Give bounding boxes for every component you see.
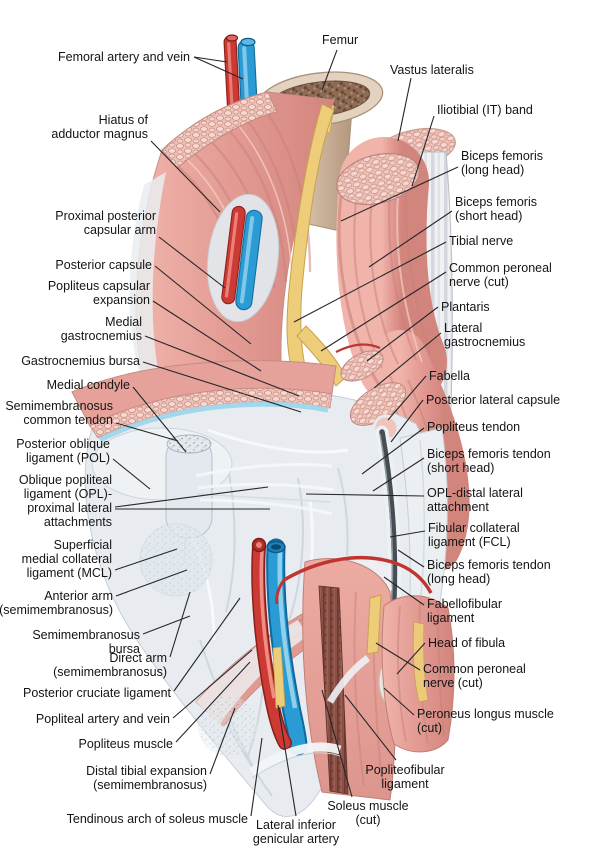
label-iliotibial-band: Iliotibial (IT) band <box>437 103 533 117</box>
label-fibular-collateral-ligament: Fibular collateral ligament (FCL) <box>428 521 520 549</box>
label-popliteus-tendon: Popliteus tendon <box>427 420 521 434</box>
label-popliteofibular-ligament: Popliteofibular ligament <box>365 763 445 791</box>
label-superficial-mcl: Superficial medial collateral ligament (… <box>21 538 112 580</box>
label-common-peroneal-nerve-lower: Common peroneal nerve (cut) <box>423 662 526 690</box>
label-lateral-inferior-genicular-artery: Lateral inferior genicular artery <box>252 818 340 846</box>
leader-biceps-long-tendon <box>397 549 425 568</box>
leader-peroneus-longus <box>383 687 415 716</box>
label-peroneus-longus-muscle-cut: Peroneus longus muscle (cut) <box>417 707 554 735</box>
label-femur: Femur <box>322 33 359 47</box>
leader-common-peroneal-upper <box>320 271 447 352</box>
label-biceps-femoris-long-head: Biceps femoris (long head) <box>461 149 543 177</box>
label-oblique-popliteal-ligament: Oblique popliteal ligament (OPL)- proxim… <box>18 473 112 529</box>
leader-mcl <box>114 548 178 571</box>
label-fabellofibular-ligament: Fabellofibular ligament <box>427 597 503 625</box>
leader-popliteal-artery-vein <box>172 649 253 719</box>
oblique-popliteal-ligament-fan <box>195 462 335 516</box>
label-gastrocnemius-bursa: Gastrocnemius bursa <box>21 354 140 368</box>
label-common-peroneal-nerve-upper: Common peroneal nerve (cut) <box>449 261 552 289</box>
medial-gastrocnemius-cut <box>71 360 337 443</box>
leader-femoral-vein <box>193 56 244 80</box>
label-plantaris: Plantaris <box>441 300 490 314</box>
leader-tibial-nerve <box>293 241 447 323</box>
label-direct-arm: Direct arm (semimembranosus) <box>53 651 167 679</box>
leader-opl-distal <box>305 493 425 497</box>
leader-pcl <box>173 597 241 692</box>
label-biceps-femoris-short-head: Biceps femoris (short head) <box>455 195 537 223</box>
label-posterior-lateral-capsule: Posterior lateral capsule <box>426 393 561 407</box>
leader-posterior-lateral-capsule <box>390 399 424 443</box>
label-anterior-arm: Anterior arm (semimembranosus) <box>0 589 113 617</box>
label-hiatus-of-adductor-magnus: Hiatus of adductor magnus <box>51 113 148 141</box>
leader-hiatus <box>150 140 221 213</box>
leader-popliteus-tendon <box>361 427 425 475</box>
label-proximal-posterior-capsular-arm: Proximal posterior capsular arm <box>55 209 156 237</box>
leader-femoral-artery <box>193 56 228 63</box>
label-opl-distal-lateral-attachment: OPL-distal lateral attachment <box>427 486 523 514</box>
leader-femur <box>321 49 338 91</box>
leader-biceps-short-tendon <box>372 457 425 492</box>
common-peroneal-nerve-cut-strip <box>366 594 382 655</box>
leader-gastrocnemius-bursa <box>142 361 302 413</box>
leader-opl-proximal-1 <box>114 486 269 508</box>
hiatus-and-upper-popliteal-vessels <box>206 193 280 323</box>
leader-pol <box>112 458 151 490</box>
label-biceps-femoris-tendon-short-head: Biceps femoris tendon (short head) <box>427 447 551 475</box>
leader-popliteus-muscle <box>175 661 251 743</box>
leader-popliteofibular <box>344 694 397 761</box>
label-soleus-muscle-cut: Soleus muscle (cut) <box>327 799 409 827</box>
leader-semimembranosus-common-tendon <box>115 422 179 442</box>
leader-direct-arm <box>169 591 191 658</box>
label-lateral-gastrocnemius: Lateral gastrocnemius <box>444 321 526 349</box>
label-femoral-artery-and-vein: Femoral artery and vein <box>57 50 190 64</box>
leader-biceps-short-head <box>368 210 453 268</box>
leader-head-of-fibula <box>396 642 426 675</box>
label-popliteus-capsular-expansion: Popliteus capsular expansion <box>47 279 150 307</box>
leader-distal-tibial-expansion <box>209 707 236 775</box>
popliteal-artery-vein-vessels <box>251 537 433 756</box>
label-semimembranosus-common-tendon: Semimembranosus common tendon <box>5 399 113 427</box>
label-popliteal-artery-and-vein: Popliteal artery and vein <box>35 712 170 726</box>
leader-lines <box>112 49 459 817</box>
leader-vastus-lateralis <box>397 77 412 142</box>
leader-soleus-cut <box>321 689 353 798</box>
label-posterior-oblique-ligament: Posterior oblique ligament (POL) <box>16 437 110 465</box>
leader-it-band <box>411 115 435 187</box>
leader-popliteus-capsular-expansion <box>152 300 262 372</box>
label-posterior-cruciate-ligament: Posterior cruciate ligament <box>23 686 171 700</box>
leader-medial-gastrocnemius <box>144 335 300 397</box>
leader-posterior-capsule <box>154 265 252 345</box>
leader-tendinous-arch <box>250 737 263 817</box>
tendinous-arch-band <box>249 742 342 779</box>
leader-fabella <box>387 375 427 421</box>
leader-biceps-long-head <box>340 166 459 222</box>
label-medial-gastrocnemius: Medial gastrocnemius <box>60 315 142 343</box>
label-medial-condyle: Medial condyle <box>46 378 130 392</box>
leader-common-peroneal-lower <box>375 642 421 671</box>
label-tibial-nerve: Tibial nerve <box>449 234 514 248</box>
label-tendinous-arch-of-soleus: Tendinous arch of soleus muscle <box>66 812 248 826</box>
label-posterior-capsule: Posterior capsule <box>55 258 152 272</box>
label-popliteus-muscle: Popliteus muscle <box>78 737 174 751</box>
label-fabella: Fabella <box>429 369 470 383</box>
leader-fcl <box>389 530 426 538</box>
leader-lateral-gastrocnemius <box>373 332 442 389</box>
leader-fabellofibular <box>383 576 425 606</box>
label-head-of-fibula: Head of fibula <box>428 636 506 650</box>
label-biceps-femoris-tendon-long-head: Biceps femoris tendon (long head) <box>427 558 551 586</box>
label-vastus-lateralis: Vastus lateralis <box>390 63 474 77</box>
leader-plantaris <box>366 306 439 362</box>
mcl-region <box>139 523 213 597</box>
leader-proximal-posterior-capsular-arm <box>158 236 226 289</box>
leader-anterior-arm <box>115 569 188 597</box>
label-semimembranosus-bursa: Semimembranosus bursa <box>32 628 140 656</box>
label-distal-tibial-expansion: Distal tibial expansion (semimembranosus… <box>86 764 207 792</box>
peroneus-longus-shape <box>381 595 455 753</box>
leader-lateral-inferior-genicular <box>277 704 297 817</box>
